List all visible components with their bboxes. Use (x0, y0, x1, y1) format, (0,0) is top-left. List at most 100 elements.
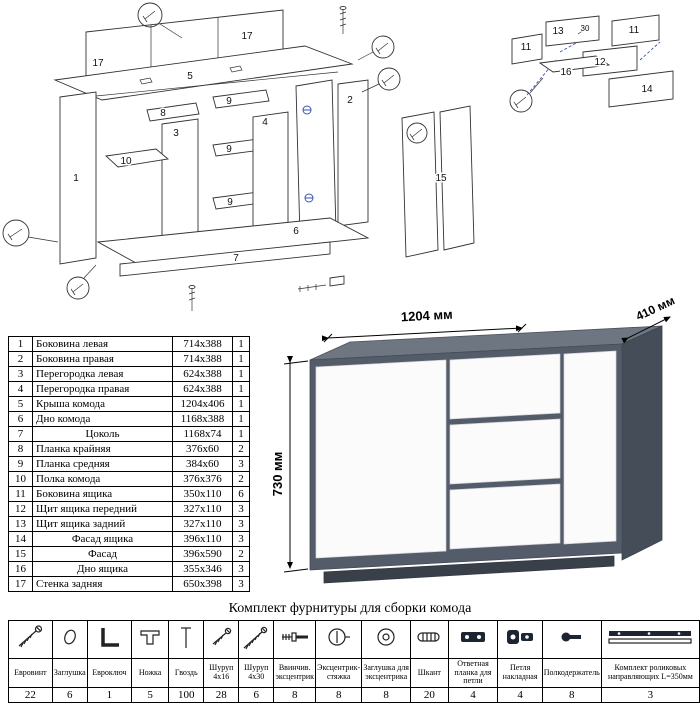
hinge-plate-icon (447, 620, 499, 659)
cap-icon (51, 620, 88, 659)
part-qty: 2 (232, 441, 250, 457)
part-size: 624x388 (172, 366, 233, 382)
part-number-label: 7 (233, 253, 239, 264)
part-left-side (59, 91, 97, 265)
part-qty: 2 (232, 471, 250, 487)
hardware-qty: 5 (130, 686, 170, 703)
dresser-drawer-3 (449, 483, 561, 550)
part-number-label: 17 (92, 58, 104, 69)
part-qty: 1 (232, 426, 250, 442)
part-qty: 3 (232, 576, 250, 592)
part-size: 624x388 (172, 381, 233, 397)
part-rail-edge (146, 102, 200, 122)
part-size: 350x110 (172, 486, 233, 502)
part-num: 9 (8, 456, 33, 472)
cam-lock-icon (315, 620, 363, 659)
screw-4x16-icon (203, 620, 240, 659)
dowel-icon (410, 620, 449, 659)
part-name: Дно комода (32, 411, 173, 427)
part-qty: 1 (232, 411, 250, 427)
part-qty: 6 (232, 486, 250, 502)
hardware-name: Шуруп 4x16 (203, 658, 240, 688)
part-name: Стенка задняя (32, 576, 173, 592)
hardware-name: Ввинчив. эксцентрик (273, 658, 317, 688)
part-number-label: 11 (521, 42, 532, 53)
part-number-label: 13 (552, 26, 564, 37)
part-num: 13 (8, 516, 33, 532)
part-drawer-side-left (511, 33, 543, 65)
part-size: 650x398 (172, 576, 233, 592)
part-qty: 1 (232, 336, 250, 352)
part-name: Крыша комода (32, 396, 173, 412)
part-number-label: 5 (187, 71, 193, 82)
hardware-name: Заглушка (51, 658, 88, 688)
drawer-slides-icon (600, 620, 700, 659)
part-bottom (96, 217, 370, 264)
part-num: 3 (8, 366, 33, 382)
drawer-detail-view: 13 11 11 12 16 14 30 (509, 14, 674, 113)
part-num: 16 (8, 561, 33, 577)
part-name: Щит ящика передний (32, 501, 173, 517)
hardware-name: Ножка (130, 658, 170, 688)
part-size: 1168x388 (172, 411, 233, 427)
part-qty: 1 (232, 396, 250, 412)
part-number-label: 16 (560, 67, 572, 78)
part-num: 8 (8, 441, 33, 457)
hardware-name: Полкодержатель (541, 658, 602, 688)
part-num: 1 (8, 336, 33, 352)
part-drawer-bottom (538, 55, 611, 73)
part-number-label: 11 (629, 25, 640, 36)
hardware-icons-row (8, 620, 700, 659)
part-size: 714x388 (172, 351, 233, 367)
part-door-hinged (295, 79, 337, 239)
part-size: 1204x406 (172, 396, 233, 412)
height-label: 730 мм (270, 452, 285, 497)
part-name: Боковина правая (32, 351, 173, 367)
part-qty: 3 (232, 516, 250, 532)
screw-4x30-icon (238, 620, 275, 659)
part-number-label: 4 (262, 117, 268, 128)
part-size: 355x346 (172, 561, 233, 577)
part-num: 5 (8, 396, 33, 412)
width-dimension: 1204 мм (321, 307, 527, 343)
hardware-qty: 100 (168, 686, 205, 703)
part-size: 384x60 (172, 456, 233, 472)
part-number-label: 12 (594, 57, 606, 68)
part-number-label: 9 (226, 96, 232, 107)
dresser-drawer-1 (449, 353, 561, 420)
part-size: 327x110 (172, 516, 233, 532)
width-label: 1204 мм (401, 307, 453, 325)
hardware-name: Шкант (410, 658, 449, 688)
part-number-label: 15 (435, 173, 447, 184)
shelf-pin-icon (541, 620, 602, 659)
hardware-name: Ответная планка для петли (447, 658, 499, 688)
part-name: Перегородка левая (32, 366, 173, 382)
dresser-drawer-2 (449, 418, 561, 485)
part-name: Щит ящика задний (32, 516, 173, 532)
height-dimension: 730 мм (270, 356, 309, 573)
part-num: 14 (8, 531, 33, 547)
part-number-labels: 17 17 5 8 3 9 4 2 1 10 9 9 6 7 15 (72, 30, 449, 266)
depth-label: 410 мм (634, 298, 677, 323)
loose-screws (188, 5, 347, 311)
hardware-name: Евроключ (86, 658, 132, 688)
hex-key-icon (86, 620, 132, 659)
dresser-side-face (621, 325, 663, 561)
hardware-qty-row: 22 6 1 5 100 28 6 8 8 8 20 4 4 8 3 (8, 686, 700, 703)
part-number-label: 10 (120, 156, 132, 167)
part-name: Фасад (32, 546, 173, 562)
part-qty: 3 (232, 501, 250, 517)
exploded-view-diagram: 17 17 5 8 3 9 4 2 1 10 9 9 6 7 15 (2, 2, 674, 311)
